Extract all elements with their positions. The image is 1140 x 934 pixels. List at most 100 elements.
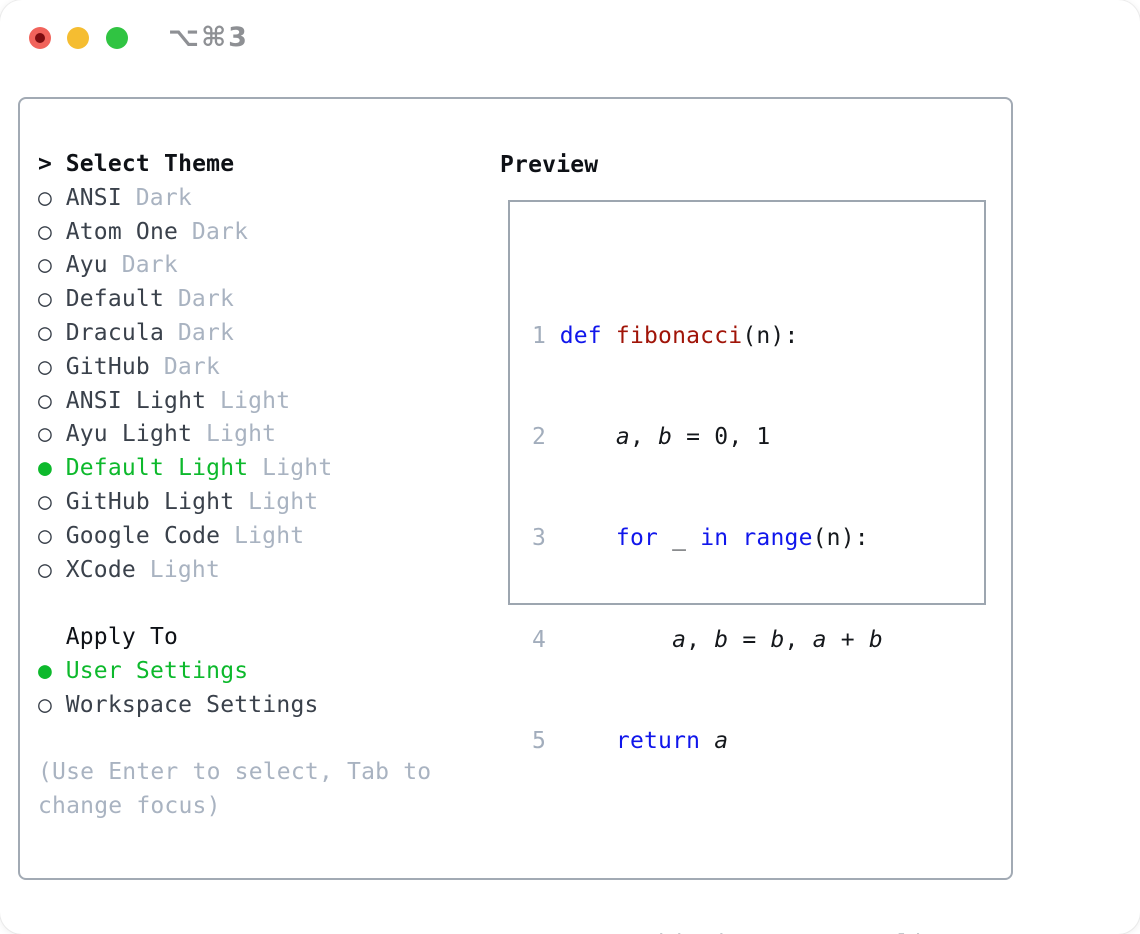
- radio-unselected-icon: ○: [38, 556, 53, 583]
- diff-token: a: [756, 931, 770, 934]
- theme-option-ansi-light[interactable]: ○ ANSI Light Light: [38, 385, 478, 419]
- code-token: [728, 525, 742, 551]
- code-token: [560, 627, 672, 653]
- code-token: for: [615, 525, 659, 552]
- theme-variant-tag: Light: [262, 455, 333, 482]
- code-token: [560, 525, 616, 551]
- theme-variant-tag: Light: [149, 556, 221, 583]
- apply-option-user-settings-selected[interactable]: ●User Settings: [38, 655, 478, 689]
- help-text-line: (Use Enter to select, Tab to: [38, 759, 432, 786]
- line-number: 1: [532, 322, 547, 349]
- code-token: a: [812, 626, 827, 653]
- theme-variant-tag: Dark: [177, 286, 235, 313]
- theme-option-label: Google Code: [65, 522, 221, 549]
- radio-unselected-icon: ○: [38, 218, 53, 245]
- code-token: +: [826, 626, 869, 653]
- diff-token: This is: [560, 931, 757, 934]
- theme-option-label: Atom One: [65, 218, 179, 245]
- preview-header: Preview: [500, 152, 599, 178]
- help-text-line: change focus): [38, 793, 221, 820]
- code-token: = 0, 1: [672, 423, 771, 450]
- code-line: 5 return a: [532, 725, 967, 759]
- diff-token: context line.: [770, 931, 967, 934]
- window-shortcut-label: ⌥⌘3: [168, 22, 249, 53]
- code-preview: 1 def fibonacci (n): 2 a, b = 0, 1 3 for _…: [532, 252, 967, 934]
- radio-unselected-icon: ○: [38, 488, 53, 515]
- code-token: _: [658, 525, 701, 552]
- code-token: b: [868, 626, 883, 653]
- theme-option-github-light[interactable]: ○ GitHub Light Light: [38, 486, 478, 520]
- line-number: 3: [532, 525, 547, 552]
- code-token: =: [728, 626, 771, 653]
- theme-option-ayu-light[interactable]: ○ Ayu Light Light: [38, 418, 478, 452]
- theme-option-label: ANSI: [65, 184, 122, 211]
- zoom-button-icon[interactable]: [106, 27, 128, 49]
- code-line: 3 for _ in range(n):: [532, 522, 967, 556]
- code-token: b: [770, 626, 785, 653]
- code-token: b: [658, 423, 673, 450]
- theme-variant-tag: Dark: [177, 319, 235, 346]
- theme-option-label: Ayu: [65, 252, 108, 279]
- select-theme-header-label: Select Theme: [65, 151, 235, 177]
- theme-option-atom-one-dark[interactable]: ○ Atom One Dark: [38, 216, 478, 250]
- radio-unselected-icon: ○: [38, 387, 53, 414]
- radio-unselected-icon: ○: [38, 252, 53, 279]
- theme-variant-tag: Dark: [191, 218, 249, 245]
- radio-unselected-icon: ○: [38, 421, 53, 448]
- code-token: a: [714, 728, 729, 755]
- code-token: a: [672, 626, 687, 653]
- radio-unselected-icon: ○: [38, 522, 53, 549]
- theme-option-dracula-dark[interactable]: ○ Dracula Dark: [38, 317, 478, 351]
- line-number: 1: [532, 928, 560, 934]
- radio-unselected-icon: ○: [38, 319, 53, 346]
- theme-option-label: ANSI Light: [65, 387, 207, 414]
- close-button-icon[interactable]: [29, 27, 51, 49]
- theme-variant-tag: Dark: [121, 252, 178, 279]
- code-token: ,: [629, 423, 659, 450]
- code-token: return: [615, 728, 701, 755]
- radio-unselected-icon: ○: [38, 353, 53, 380]
- theme-option-github-dark[interactable]: ○ GitHub Dark: [38, 351, 478, 385]
- line-number: 2: [532, 423, 547, 450]
- code-token: range: [742, 525, 813, 552]
- theme-variant-tag: Dark: [135, 184, 192, 211]
- theme-option-label: GitHub: [65, 353, 150, 380]
- apply-option-workspace-settings[interactable]: ○Workspace Settings: [38, 689, 478, 723]
- code-token: def: [559, 322, 616, 349]
- theme-variant-tag: Dark: [163, 353, 221, 380]
- spacer-row: [532, 827, 967, 861]
- radio-selected-icon: ●: [38, 455, 53, 482]
- minimize-button-icon[interactable]: [67, 27, 89, 49]
- code-token: ,: [784, 626, 813, 653]
- line-number: 4: [532, 626, 547, 653]
- theme-option-label: Default: [65, 286, 165, 313]
- code-token: [700, 728, 714, 754]
- theme-variant-tag: Light: [248, 488, 319, 515]
- code-token: (n):: [812, 525, 869, 552]
- code-token: fibonacci: [615, 322, 743, 349]
- select-theme-header: >Select Theme: [38, 148, 478, 182]
- code-token: a: [615, 423, 630, 450]
- code-token: in: [700, 525, 729, 552]
- preview-panel: 1 def fibonacci (n): 2 a, b = 0, 1 3 for _…: [508, 200, 986, 934]
- theme-variant-tag: Light: [205, 421, 277, 448]
- radio-unselected-icon: ○: [38, 184, 53, 211]
- theme-option-ansi-dark[interactable]: ○ ANSI Dark: [38, 182, 478, 216]
- theme-option-ayu-dark[interactable]: ○ Ayu Dark: [38, 249, 478, 283]
- apply-option-label: User Settings: [65, 657, 249, 684]
- theme-option-label: Dracula: [65, 319, 165, 346]
- code-line: 4 a, b = b, a + b: [532, 624, 967, 658]
- theme-variant-tag: Light: [220, 387, 291, 414]
- theme-option-label: GitHub Light: [65, 488, 235, 515]
- theme-option-label: Ayu Light: [65, 421, 193, 448]
- diff-context-line: 1 This is a context line.: [532, 928, 967, 934]
- apply-option-label: Workspace Settings: [65, 691, 319, 718]
